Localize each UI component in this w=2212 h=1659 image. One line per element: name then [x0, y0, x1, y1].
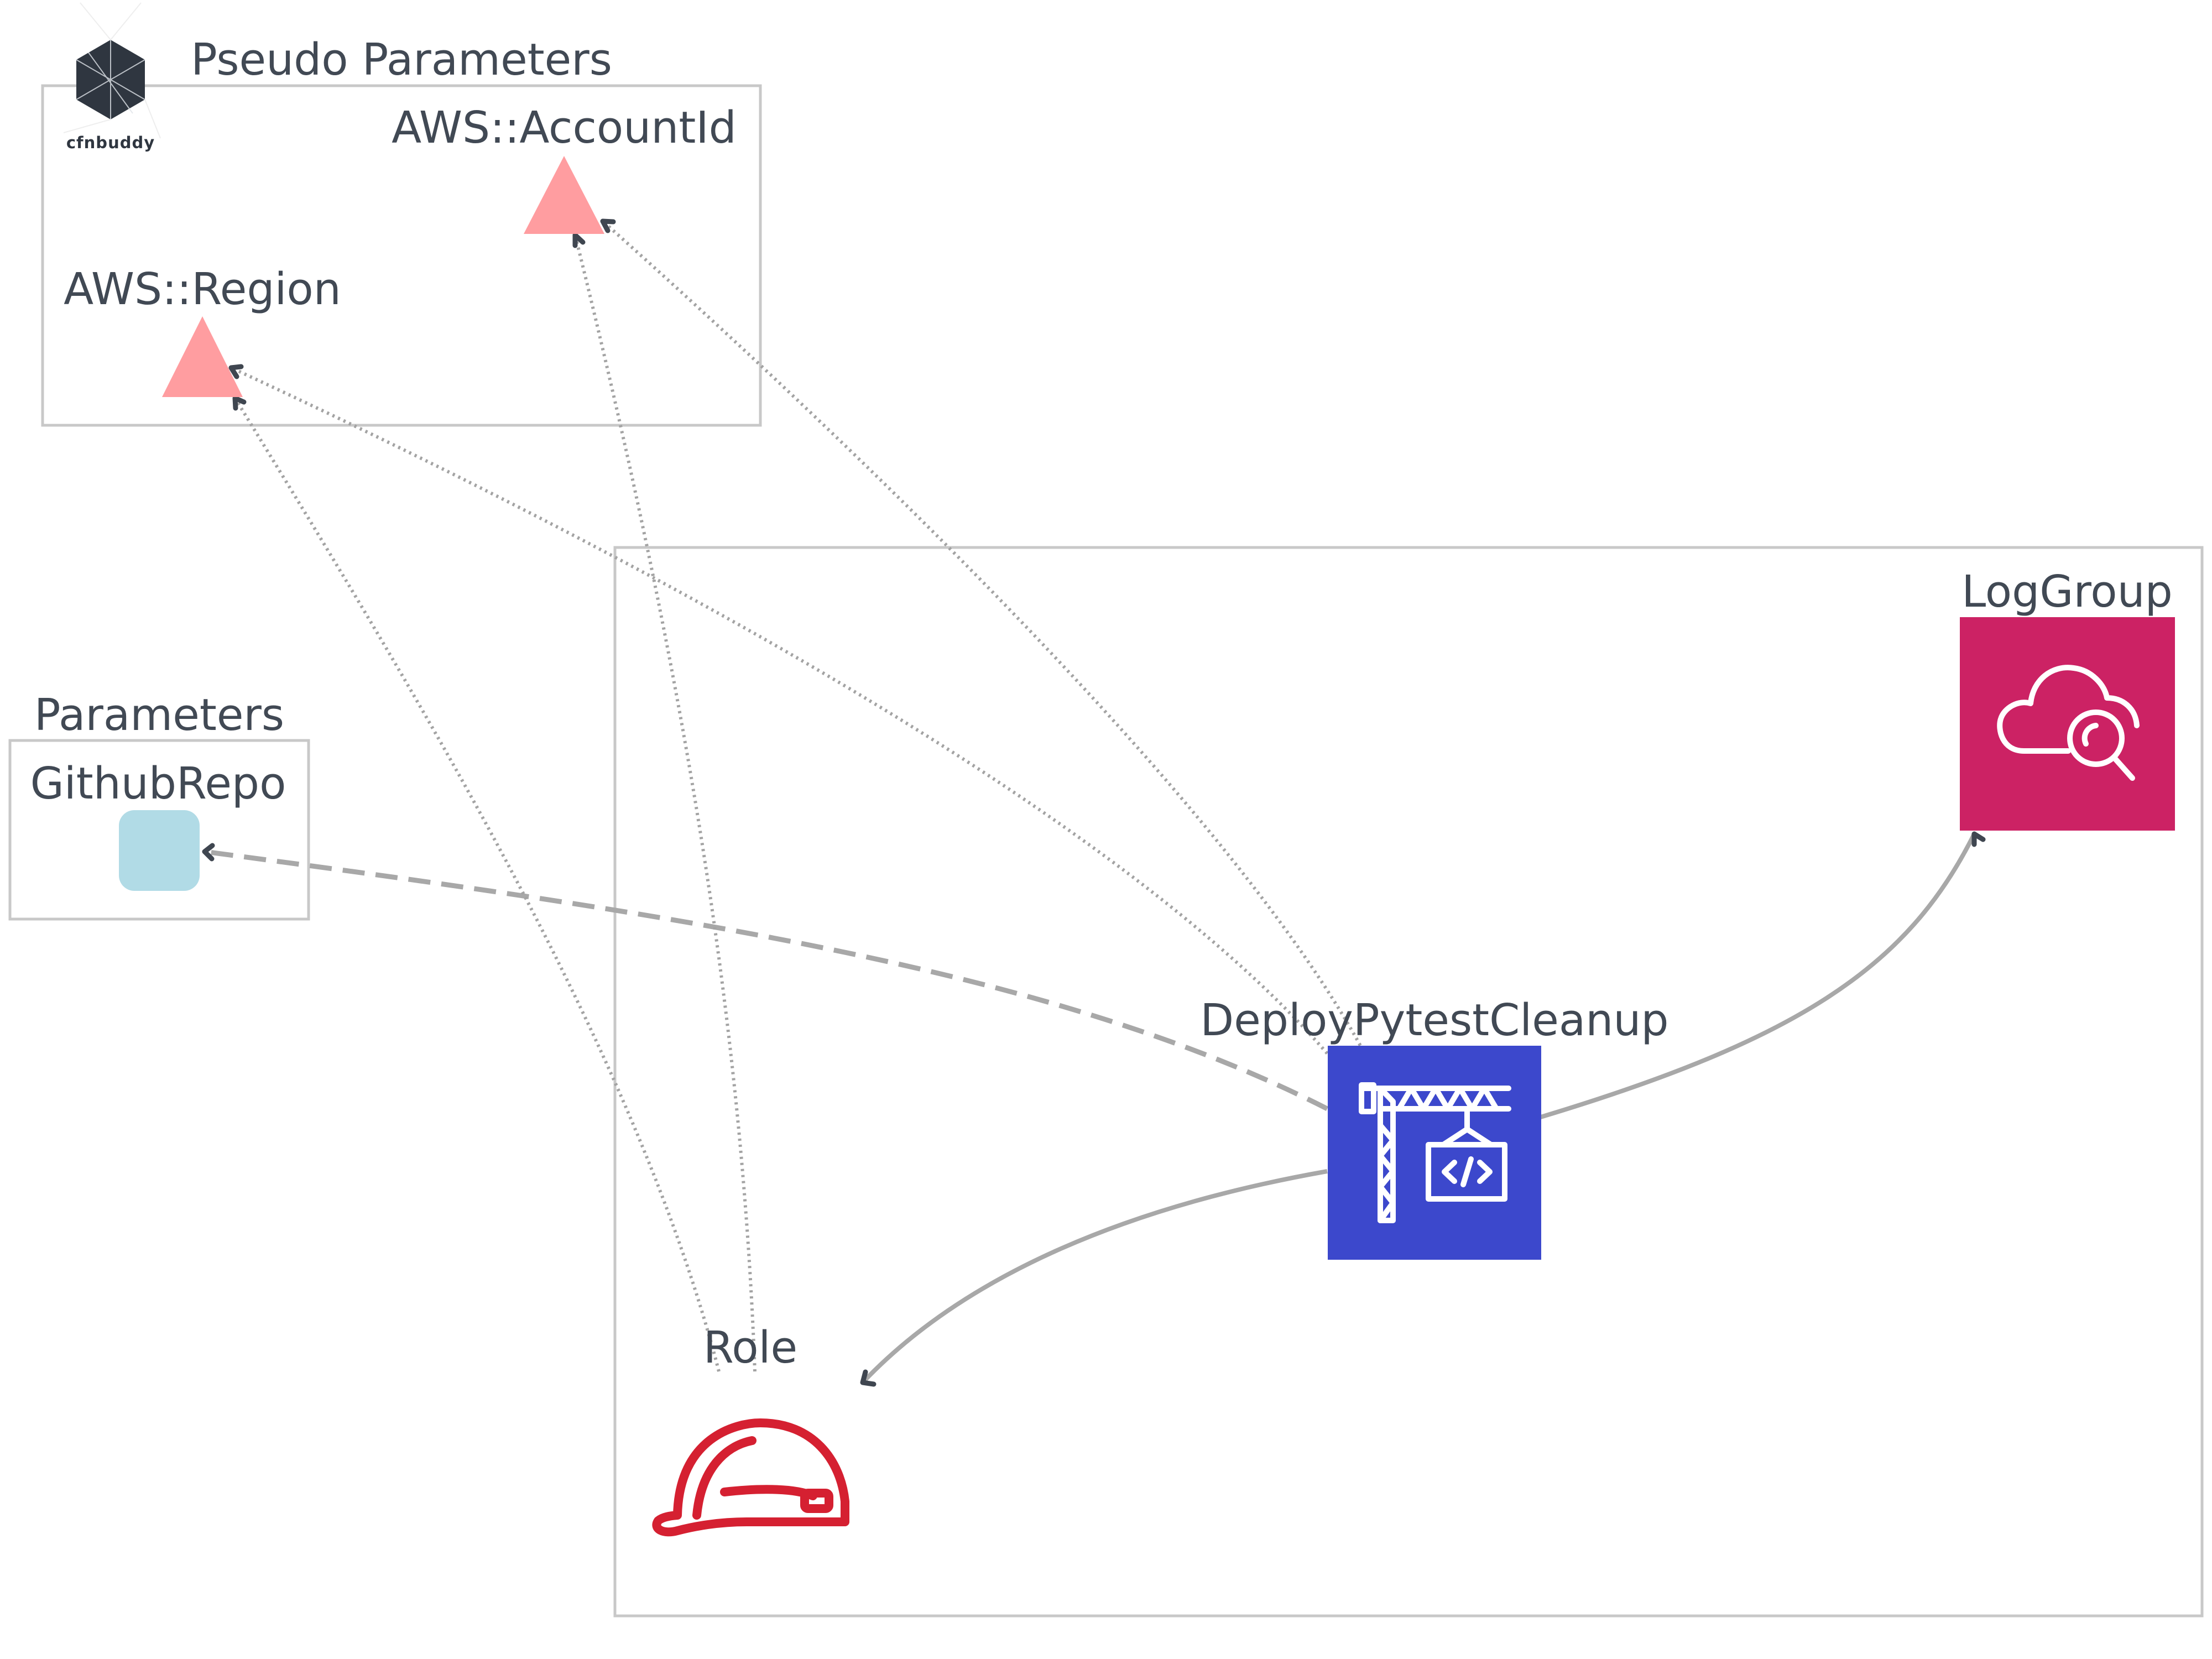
node-deploy-pytest-cleanup[interactable]: DeployPytestCleanup — [1200, 995, 1669, 1260]
node-github-repo[interactable]: GithubRepo — [30, 758, 286, 891]
node-role[interactable]: Role — [652, 1322, 849, 1537]
edge-deploy-to-region — [230, 366, 1329, 1055]
codebuild-icon — [1359, 1082, 1511, 1223]
edge-deploy-to-githubrepo — [204, 849, 1329, 1112]
edge-role-to-accountid — [573, 234, 757, 1372]
edges — [202, 218, 1986, 1387]
edge-deploy-to-loggroup — [1540, 833, 1976, 1119]
node-log-group[interactable]: LogGroup — [1960, 566, 2175, 831]
cloudwatch-logs-icon — [1997, 665, 2140, 781]
cfnbuddy-logo: cfnbuddy — [63, 2, 161, 152]
node-label-deploy-pytest-cleanup: DeployPytestCleanup — [1200, 995, 1668, 1046]
pseudo-parameter-triangle — [524, 156, 604, 234]
node-label-role: Role — [703, 1322, 797, 1373]
logo-text: cfnbuddy — [66, 133, 155, 152]
parameter-square — [119, 810, 200, 891]
edge-deploy-to-role — [861, 1169, 1328, 1384]
arrowhead-githubrepo — [202, 843, 215, 862]
parameters-title: Parameters — [34, 690, 284, 740]
log-group-tile — [1960, 617, 2175, 831]
arrowhead-region-b — [232, 395, 247, 411]
codebuild-project-tile — [1328, 1046, 1541, 1260]
arrowhead-region-a — [228, 364, 244, 379]
arrowhead-role — [860, 1369, 877, 1387]
node-label-log-group: LogGroup — [1961, 566, 2173, 617]
parameters-frame — [8, 739, 310, 921]
arrowhead-accountid-b — [572, 232, 586, 248]
node-region[interactable]: AWS::Region — [64, 264, 341, 397]
edge-deploy-to-accountid — [602, 220, 1365, 1052]
pseudo-parameter-triangle — [162, 316, 243, 397]
node-label-github-repo: GithubRepo — [30, 758, 286, 809]
pseudo-parameters-title: Pseudo Parameters — [191, 34, 612, 85]
node-account-id[interactable]: AWS::AccountId — [392, 102, 737, 234]
pseudo-parameters-frame — [41, 84, 762, 427]
iam-role-icon — [652, 1418, 849, 1537]
resources-frame — [613, 546, 2204, 1618]
arrowhead-loggroup — [1971, 831, 1986, 847]
node-label-region: AWS::Region — [64, 264, 341, 315]
arrowhead-accountid-a — [600, 218, 616, 233]
node-label-account-id: AWS::AccountId — [392, 102, 737, 153]
